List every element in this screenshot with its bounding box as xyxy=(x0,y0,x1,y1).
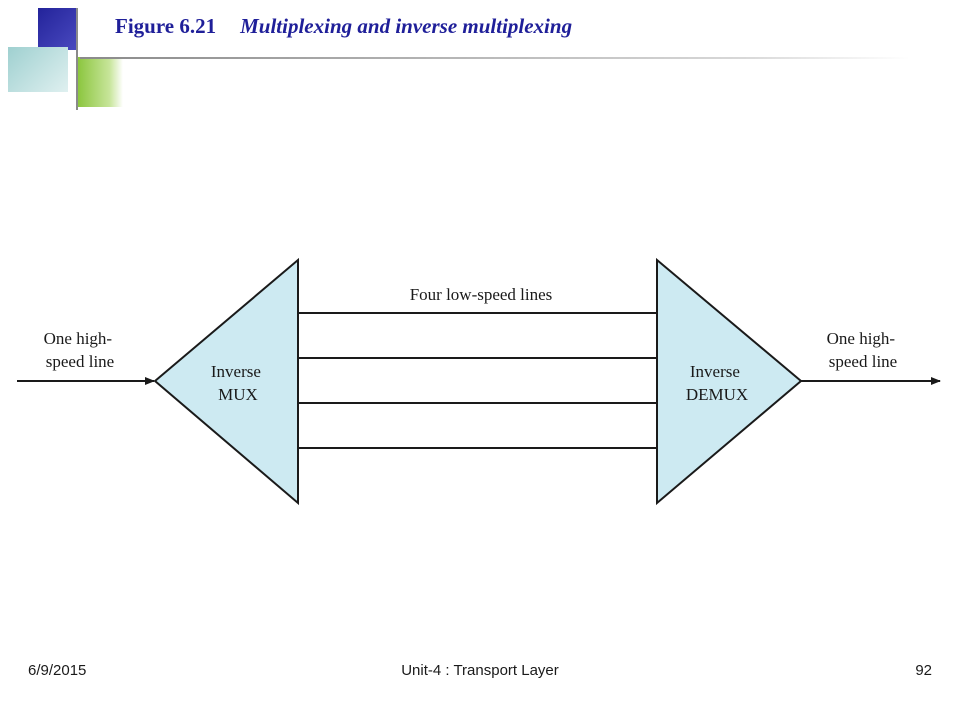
inverse-mux-block xyxy=(153,257,299,506)
output-label-line1: One high- xyxy=(827,329,896,348)
input-label: One high- speed line xyxy=(44,329,117,371)
figure-caption: Multiplexing and inverse multiplexing xyxy=(240,14,573,38)
input-label-line1: One high- xyxy=(44,329,113,348)
output-label: One high- speed line xyxy=(827,329,900,371)
footer-center: Unit-4 : Transport Layer xyxy=(401,662,559,679)
demux-label-line1: Inverse xyxy=(690,362,740,381)
decor-blue-block xyxy=(38,8,78,50)
figure-number: Figure 6.21 xyxy=(115,14,217,38)
decor-vertical-rule xyxy=(76,8,78,110)
demux-label: Inverse DEMUX xyxy=(686,362,748,404)
decor-teal-block xyxy=(8,47,68,92)
inverse-demux-block xyxy=(656,257,803,506)
output-label-line2: speed line xyxy=(829,352,897,371)
decor-green-block xyxy=(78,57,123,107)
footer-date: 6/9/2015 xyxy=(28,662,87,679)
demux-label-line2: DEMUX xyxy=(686,385,748,404)
footer-page-number: 92 xyxy=(915,662,932,679)
mux-label: Inverse MUX xyxy=(211,362,265,404)
lines-label: Four low-speed lines xyxy=(410,285,553,304)
low-speed-lines xyxy=(298,312,657,449)
input-label-line2: speed line xyxy=(46,352,114,371)
mux-label-line2: MUX xyxy=(218,385,258,404)
mux-label-line1: Inverse xyxy=(211,362,261,381)
slide-title: Figure 6.21 Multiplexing and inverse mult… xyxy=(115,14,572,39)
title-underline xyxy=(80,57,910,59)
